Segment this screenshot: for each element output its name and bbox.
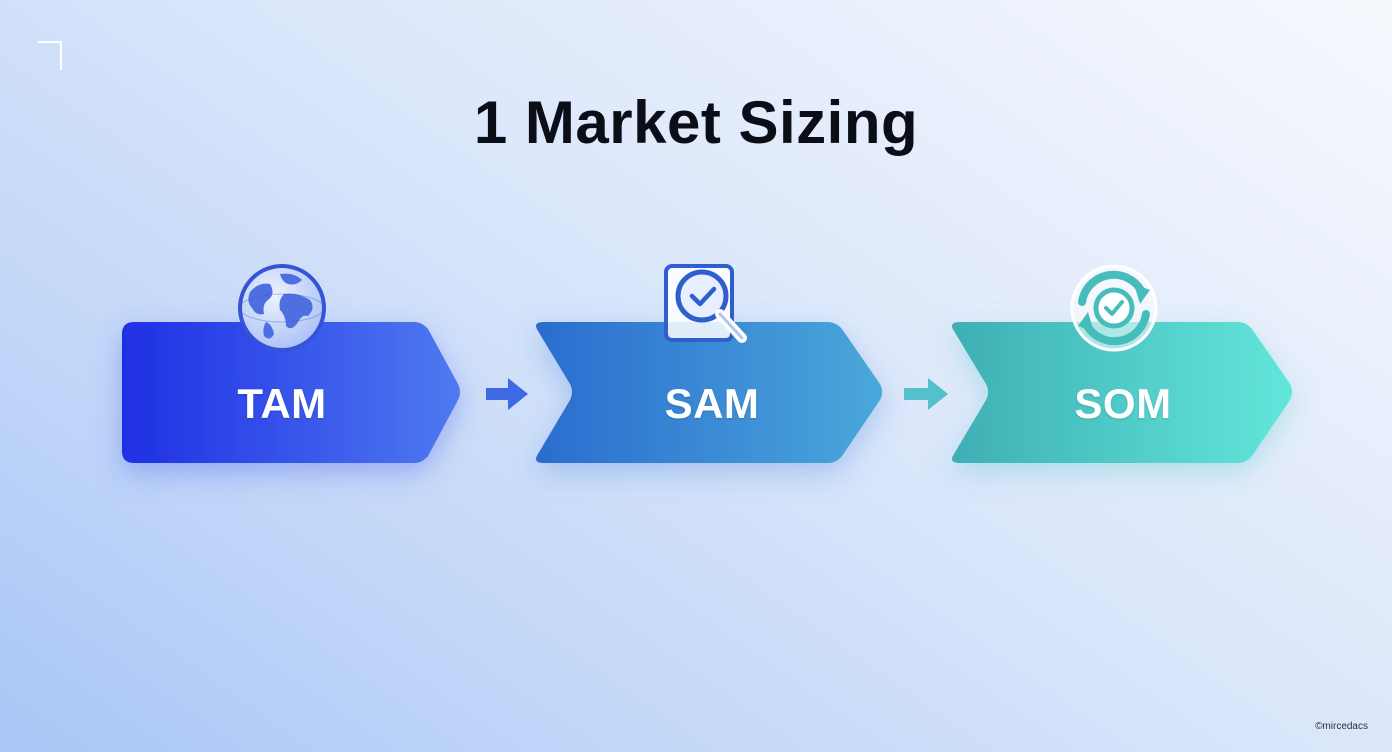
watermark: ©mircedacs: [1315, 721, 1368, 732]
stage-som: SOM: [946, 322, 1296, 463]
globe-icon: [236, 264, 328, 357]
stage-label-tam: TAM: [237, 380, 327, 427]
stage-sam-shape: [536, 322, 882, 463]
corner-bracket-mark: [38, 41, 62, 70]
stage-tam: TAM: [122, 322, 464, 463]
stage-sam: SAM: [530, 322, 886, 463]
stage-label-som: SOM: [1074, 380, 1172, 427]
search-check-icon: [662, 262, 752, 357]
stage-label-sam: SAM: [664, 380, 760, 427]
stage-tam-shape: [122, 322, 460, 463]
page-title: 1 Market Sizing: [473, 89, 919, 156]
refresh-target-icon: [1064, 262, 1164, 359]
arrow-right-icon: [484, 374, 530, 419]
stage-som-shape: [952, 322, 1292, 463]
arrow-right-icon: [902, 374, 950, 419]
